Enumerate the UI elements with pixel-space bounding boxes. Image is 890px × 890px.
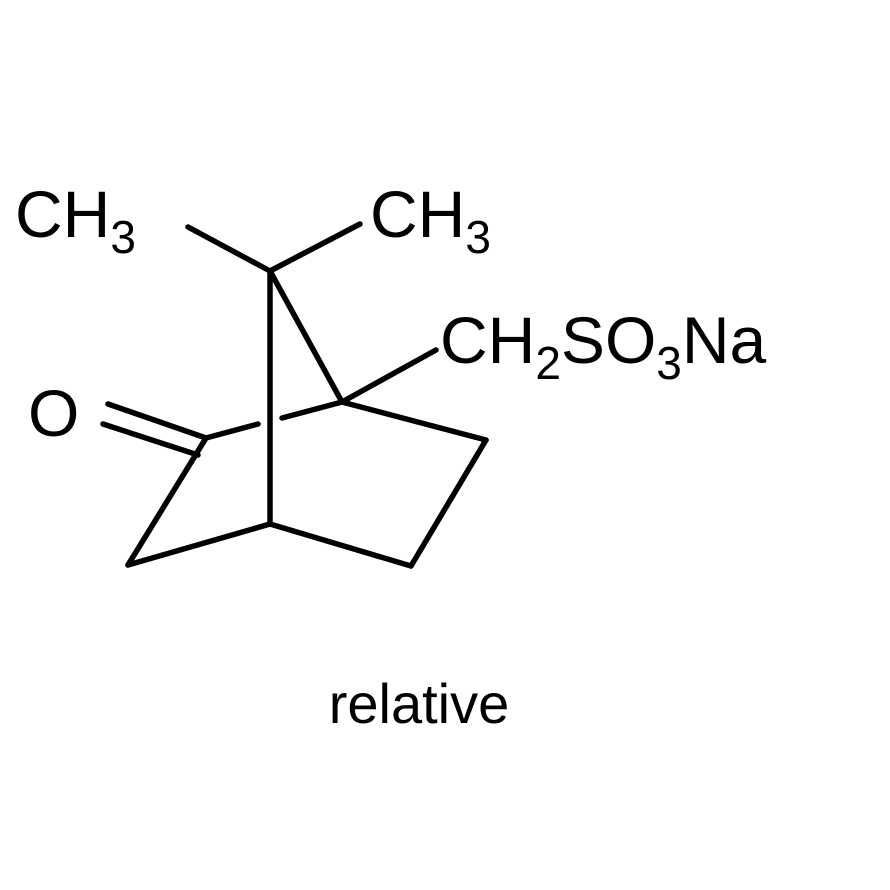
methyl-right-label: CH3	[370, 177, 491, 263]
bond-ch2-bridgehead-bottom	[125, 521, 273, 568]
bond-carbonyl-double-a	[105, 401, 209, 441]
bond-ring-bottom-bridgehead-bottom	[267, 521, 414, 569]
bond-bridgehead-carbonyl-a	[279, 399, 345, 421]
sulfonate-sub-3: 3	[656, 337, 682, 389]
methyl-left-label: CH3	[15, 177, 136, 263]
sulfonate-label: CH2SO3Na	[440, 303, 767, 389]
bond-ring-right-ring-bottom	[408, 437, 489, 569]
bond-bridgehead-ch2	[339, 347, 439, 405]
bond-bridgehead-top-ring-right	[339, 399, 489, 443]
methyl-left-ch: CH	[15, 177, 110, 251]
methyl-right-subscript: 3	[465, 211, 491, 263]
sulfonate-ch: CH	[440, 303, 535, 377]
bonds	[100, 221, 489, 569]
methyl-right-ch: CH	[370, 177, 465, 251]
bond-bridge-methyl-left	[185, 224, 273, 274]
bond-bridge-bridgehead-top	[267, 268, 345, 405]
stereo-caption: relative	[329, 672, 510, 735]
bond-carbonyl-double-b	[100, 421, 201, 458]
sulfonate-na: Na	[682, 303, 767, 377]
methyl-left-subscript: 3	[110, 211, 136, 263]
sulfonate-so: SO	[561, 303, 656, 377]
oxygen-label: O	[28, 376, 79, 450]
sulfonate-sub-2: 2	[535, 337, 561, 389]
bond-carbonyl-ch2	[125, 435, 209, 568]
bond-bridgehead-carbonyl-b	[203, 421, 261, 441]
bond-bridge-methyl-right	[267, 221, 363, 274]
